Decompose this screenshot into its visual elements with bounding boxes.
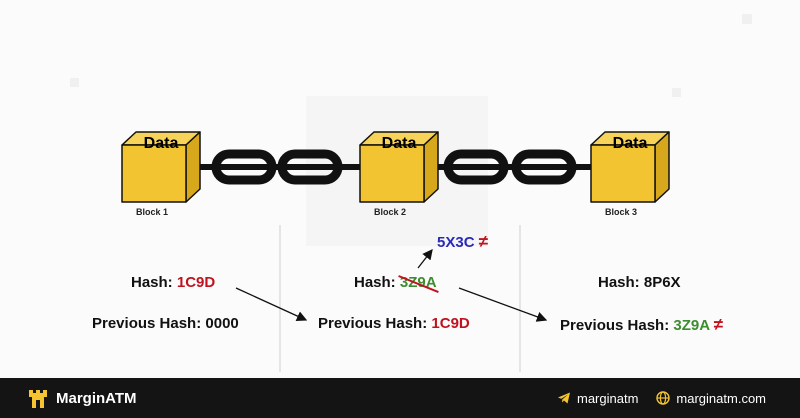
block-2-hash: Hash: 3Z9A	[354, 274, 437, 291]
website-url: marginatm.com	[676, 390, 766, 406]
block-3-hash: Hash: 8P6X	[598, 274, 681, 291]
new-hash-value: 5X3C	[437, 234, 475, 251]
website-link[interactable]: marginatm.com	[656, 391, 766, 406]
block-1-hash: Hash: 1C9D	[131, 274, 215, 291]
block-2-data-label: Data	[382, 135, 417, 152]
hash-label: Hash:	[354, 274, 396, 291]
block-1-cube	[121, 131, 201, 203]
previous-hash-label: Previous Hash:	[92, 315, 202, 332]
block-1-name: Block 1	[136, 207, 168, 217]
previous-hash-value: 1C9D	[431, 315, 470, 332]
previous-hash-value: 3Z9A	[673, 317, 710, 334]
block-2-previous-hash: Previous Hash: 1C9D	[318, 315, 470, 332]
not-equal-icon: ≠	[478, 232, 489, 251]
footer-bar: MarginATM marginatm marginatm.com	[0, 378, 800, 418]
hash-value: 1C9D	[176, 274, 216, 291]
castle-logo-icon	[29, 390, 47, 408]
block-1-previous-hash: Previous Hash: 0000	[92, 315, 239, 332]
telegram-handle: marginatm	[577, 390, 639, 406]
previous-hash-value: 0000	[205, 315, 239, 332]
chain-right	[432, 149, 600, 185]
brand-name: MarginATM	[56, 389, 137, 407]
globe-icon	[656, 391, 671, 405]
block-2-name: Block 2	[374, 207, 406, 217]
chain-left	[195, 149, 370, 185]
decor-square	[742, 14, 752, 24]
block-1-data-label: Data	[144, 135, 179, 152]
previous-hash-label: Previous Hash:	[318, 315, 428, 332]
block-3-cube	[590, 131, 670, 203]
footer-links: marginatm marginatm.com	[539, 391, 766, 406]
diagram-canvas: Data Block 1 Data Block 2 Data Block 3	[0, 0, 800, 378]
decor-square	[672, 88, 681, 97]
block-3-previous-hash: Previous Hash: 3Z9A ≠	[560, 315, 723, 335]
telegram-link[interactable]: marginatm	[557, 391, 638, 406]
telegram-icon	[558, 392, 570, 404]
brand[interactable]: MarginATM	[28, 387, 137, 409]
block-3-name: Block 3	[605, 207, 637, 217]
not-equal-icon: ≠	[713, 315, 724, 334]
decor-square	[70, 78, 79, 87]
previous-hash-label: Previous Hash:	[560, 317, 670, 334]
hash-label: Hash:	[598, 274, 640, 291]
block-3-data-label: Data	[613, 135, 648, 152]
hash-value: 8P6X	[643, 274, 681, 291]
block-2-new-hash: 5X3C ≠	[437, 232, 488, 252]
arrow-hash-to-prev	[458, 287, 548, 322]
arrow-hash-to-prev	[235, 287, 308, 321]
block-2-cube	[359, 131, 439, 203]
hash-label: Hash:	[131, 274, 173, 291]
arrow-hash-change	[417, 248, 433, 269]
hash-value-struck: 3Z9A	[399, 274, 437, 291]
blockchain-diagram: Data Block 1 Data Block 2 Data Block 3	[121, 131, 670, 372]
